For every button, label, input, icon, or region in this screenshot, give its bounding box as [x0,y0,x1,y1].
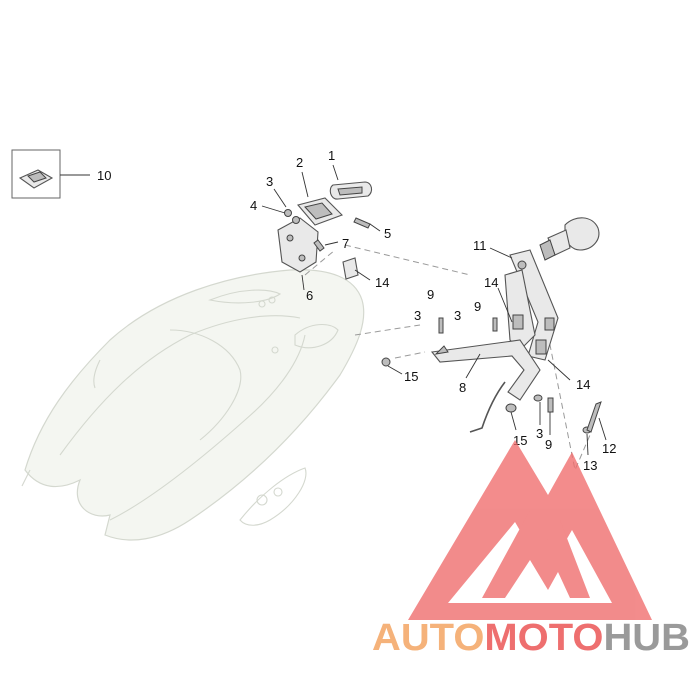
watermark-logo-icon [408,440,652,620]
callout-9-mid: 9 [474,299,481,314]
light-holder-part [297,197,343,226]
callout-12: 12 [602,441,616,456]
brand-moto: MOTO [484,617,603,659]
callout-9-right: 9 [545,437,552,452]
turn-signal-icon [539,217,600,261]
callout-10: 10 [97,168,111,183]
clip-icon [18,169,54,189]
callout-3-right: 3 [536,426,543,441]
bolt-icon [438,317,602,433]
callout-3-mid: 3 [454,308,461,323]
spacer-icon [342,257,359,280]
cable-part [469,381,506,433]
callout-1: 1 [328,148,335,163]
callout-11: 11 [473,238,487,253]
callout-3-top: 3 [266,174,273,189]
callout-15-left: 15 [404,369,418,384]
callout-4: 4 [250,198,257,213]
mount-bracket-part [430,339,541,401]
callout-13: 13 [583,458,597,473]
leader-lines [60,164,607,456]
callout-6: 6 [306,288,313,303]
callout-8: 8 [459,380,466,395]
clip-part-box [11,149,61,199]
callout-5: 5 [384,226,391,241]
brand-hub: HUB [603,617,690,659]
nut-icon [284,209,300,224]
callout-3-left: 3 [414,308,421,323]
brand-auto: AUTO [372,617,484,659]
callout-labels: 10 1 2 3 4 5 7 6 14 15 11 14 9 9 3 3 14 … [97,148,616,473]
callout-14-mid: 14 [484,275,498,290]
license-support-bracket-icon [277,217,319,273]
license-light-icon [329,181,373,200]
callout-14-right: 14 [576,377,590,392]
callout-14-left: 14 [375,275,389,290]
bolt-icon [313,217,371,252]
callout-2: 2 [296,155,303,170]
rear-body-panel [21,269,365,541]
bracket-icon [504,249,559,361]
assembly-guide-lines [304,244,591,472]
nut-icon [381,357,391,367]
callout-7: 7 [342,236,349,251]
callout-9-left: 9 [427,287,434,302]
